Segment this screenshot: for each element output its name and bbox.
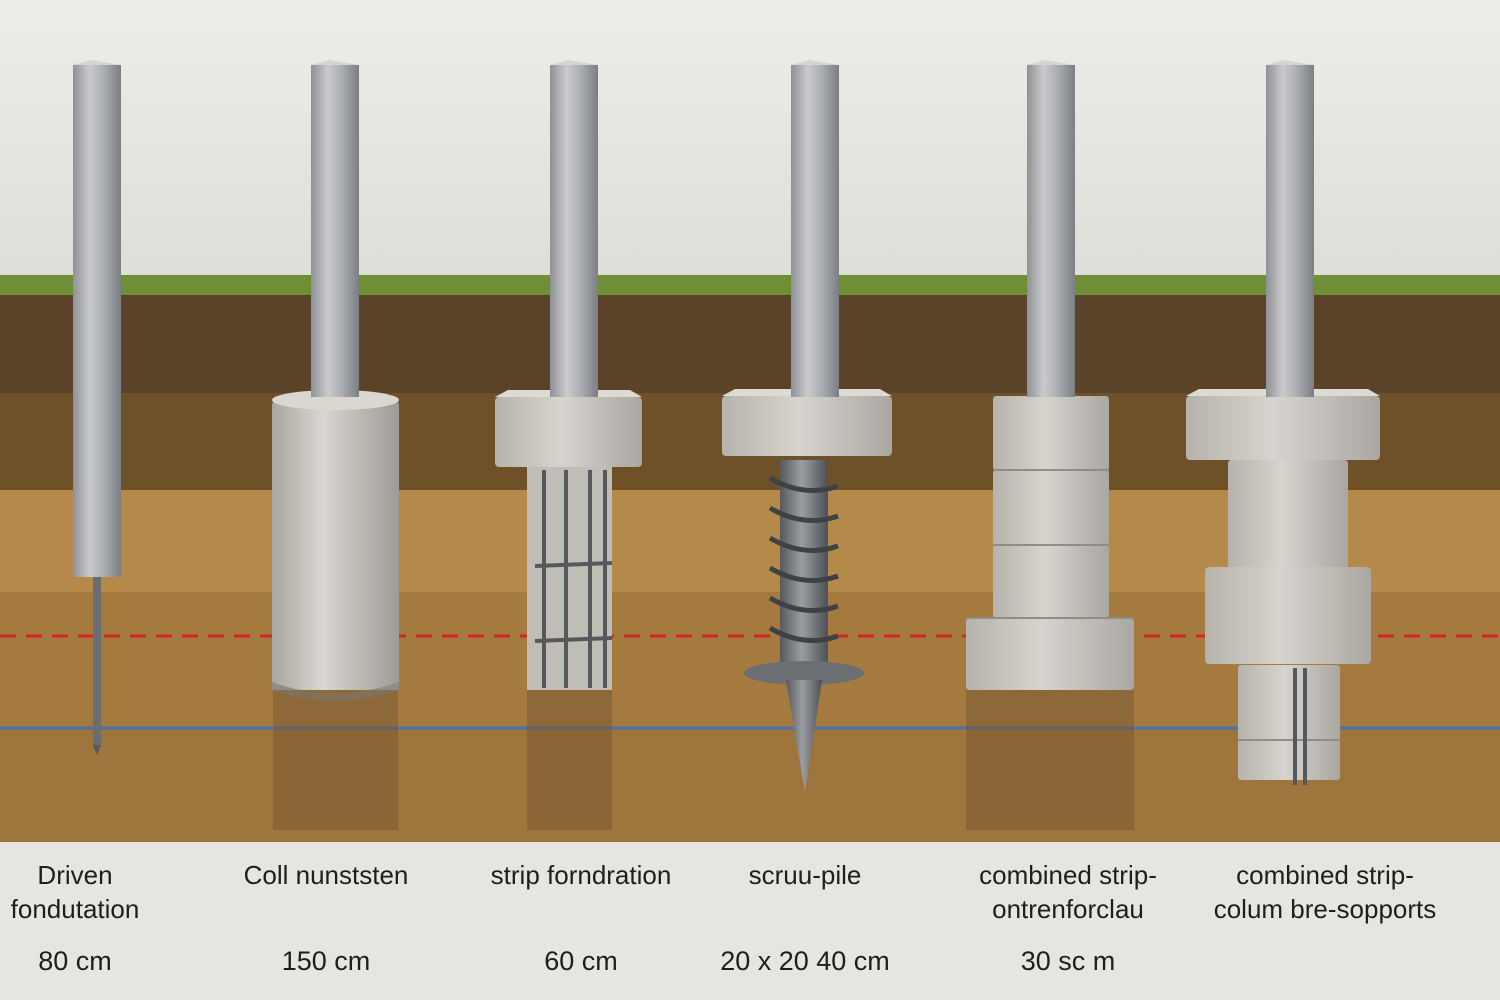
combined-column-figure bbox=[1186, 60, 1380, 785]
column-foundation-figure bbox=[272, 60, 399, 830]
rebar-cage bbox=[534, 470, 613, 688]
foundation-size: 60 cm bbox=[544, 946, 618, 976]
concrete-cap bbox=[722, 396, 892, 456]
soil-below-column bbox=[527, 690, 612, 830]
caption-combined-1: combined strip- ontrenforclau 30 sc m bbox=[948, 858, 1188, 978]
foundation-name: scruu-pile bbox=[748, 860, 862, 890]
foundation-size: 80 cm bbox=[38, 946, 112, 976]
steel-post bbox=[1266, 65, 1314, 397]
foundation-size: 20 x 20 40 cm bbox=[720, 946, 890, 976]
foundation-size: 30 sc m bbox=[1020, 946, 1116, 976]
screw-threads bbox=[768, 475, 839, 643]
concrete-cap bbox=[1186, 396, 1380, 460]
concrete-block bbox=[993, 470, 1109, 545]
foundation-name: strip forndration bbox=[490, 860, 672, 890]
combined-strip-figure bbox=[966, 60, 1134, 830]
concrete-footing bbox=[966, 618, 1134, 690]
strip-foundation-figure bbox=[495, 60, 642, 830]
foundation-name: Driven fondutation bbox=[10, 860, 140, 924]
steel-post bbox=[1027, 65, 1075, 397]
foundation-name: Coll nunststen bbox=[243, 860, 409, 890]
driven-pin bbox=[93, 577, 101, 745]
rebar bbox=[1293, 668, 1307, 785]
upper-column bbox=[1228, 460, 1348, 572]
concrete-pad bbox=[1205, 567, 1371, 664]
steel-post bbox=[550, 65, 598, 397]
caption-screw-pile: scruu-pile 20 x 20 40 cm bbox=[685, 858, 925, 978]
caption-strip: strip forndration 60 cm bbox=[461, 858, 701, 978]
foundation-name: combined strip- colum bre-sopports bbox=[1213, 860, 1437, 924]
concrete-block bbox=[993, 396, 1109, 470]
concrete-block bbox=[993, 545, 1109, 618]
helix-plate bbox=[744, 661, 864, 685]
caption-band bbox=[0, 842, 1500, 1000]
foundation-size: 150 cm bbox=[281, 946, 371, 976]
caption-driven: Driven fondutation 80 cm bbox=[0, 858, 195, 978]
steel-post bbox=[73, 65, 121, 577]
foundation-name: combined strip- ontrenforclau bbox=[979, 860, 1157, 924]
topsoil-layer bbox=[0, 295, 1500, 395]
steel-post bbox=[791, 65, 839, 397]
caption-combined-2: combined strip- colum bre-sopports bbox=[1205, 858, 1445, 944]
caption-column: Coll nunststen 150 cm bbox=[206, 858, 446, 978]
concrete-cylinder bbox=[272, 398, 399, 690]
screw-pile-figure bbox=[722, 60, 892, 792]
screw-tip bbox=[786, 680, 822, 792]
sky-background bbox=[0, 0, 1500, 300]
lower-column bbox=[1238, 665, 1340, 780]
concrete-column bbox=[527, 465, 612, 690]
soil-below-footing bbox=[966, 690, 1134, 830]
soil-below-cylinder bbox=[273, 690, 398, 830]
driven-foundation-figure bbox=[73, 60, 121, 755]
concrete-cap bbox=[495, 397, 642, 467]
steel-post bbox=[311, 65, 359, 397]
